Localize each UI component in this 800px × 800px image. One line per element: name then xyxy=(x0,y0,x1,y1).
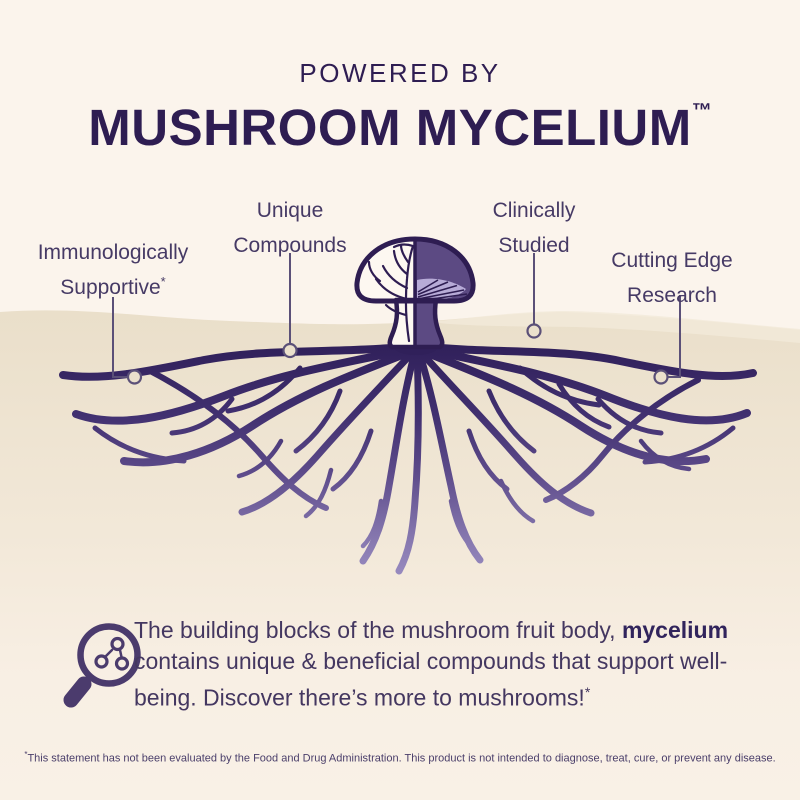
magnifier-molecules-icon xyxy=(63,623,141,708)
ground xyxy=(0,310,800,800)
callout-connectors xyxy=(112,253,681,385)
callout-line: Studied xyxy=(498,234,570,257)
callout-line: Supportive* xyxy=(60,274,166,299)
callout-immunologically-supportive: Immunologically Supportive* xyxy=(13,238,213,302)
page-title-text: MUSHROOM MYCELIUM xyxy=(88,99,692,156)
asterisk: * xyxy=(24,750,28,759)
mushroom xyxy=(354,236,476,350)
mycelium-veins xyxy=(367,243,415,343)
callout-line: Immunologically xyxy=(37,241,189,264)
description-paragraph: The building blocks of the mushroom frui… xyxy=(134,615,794,714)
ground-highlight xyxy=(430,311,800,343)
description-line-2: contains unique & beneficial compounds t… xyxy=(134,648,728,674)
asterisk: * xyxy=(584,684,591,700)
connector-immunologically xyxy=(112,297,127,378)
callout-line: Compounds xyxy=(233,234,347,257)
connector-dot-cutting-edge xyxy=(653,369,669,385)
callout-clinically-studied: Clinically Studied xyxy=(434,196,634,260)
mycelium-root-network xyxy=(59,341,757,575)
callout-line: Research xyxy=(627,284,717,307)
page-title: MUSHROOM MYCELIUM™ xyxy=(0,98,800,157)
mycelium-bold: mycelium xyxy=(621,617,729,643)
connector-cutting-edge xyxy=(668,295,681,378)
callout-line: Unique xyxy=(256,199,324,222)
callout-cutting-edge-research: Cutting Edge Research xyxy=(572,246,772,310)
connector-dot-unique xyxy=(282,342,298,359)
fda-disclaimer-text: This statement has not been evaluated by… xyxy=(27,752,776,765)
connector-dot-clinically xyxy=(526,323,542,339)
callout-unique-compounds: Unique Compounds xyxy=(190,196,390,260)
eyebrow-title: POWERED BY xyxy=(299,58,501,88)
asterisk: * xyxy=(160,274,166,289)
trademark-symbol: ™ xyxy=(691,100,712,122)
description-line-1: The building blocks of the mushroom frui… xyxy=(134,617,729,643)
description-line-3: being. Discover there’s more to mushroom… xyxy=(134,684,591,711)
connector-dot-immunologically xyxy=(126,369,143,385)
fda-disclaimer: *This statement has not been evaluated b… xyxy=(0,750,800,765)
callout-line: Cutting Edge xyxy=(611,249,733,272)
callout-line: Clinically xyxy=(492,199,576,222)
